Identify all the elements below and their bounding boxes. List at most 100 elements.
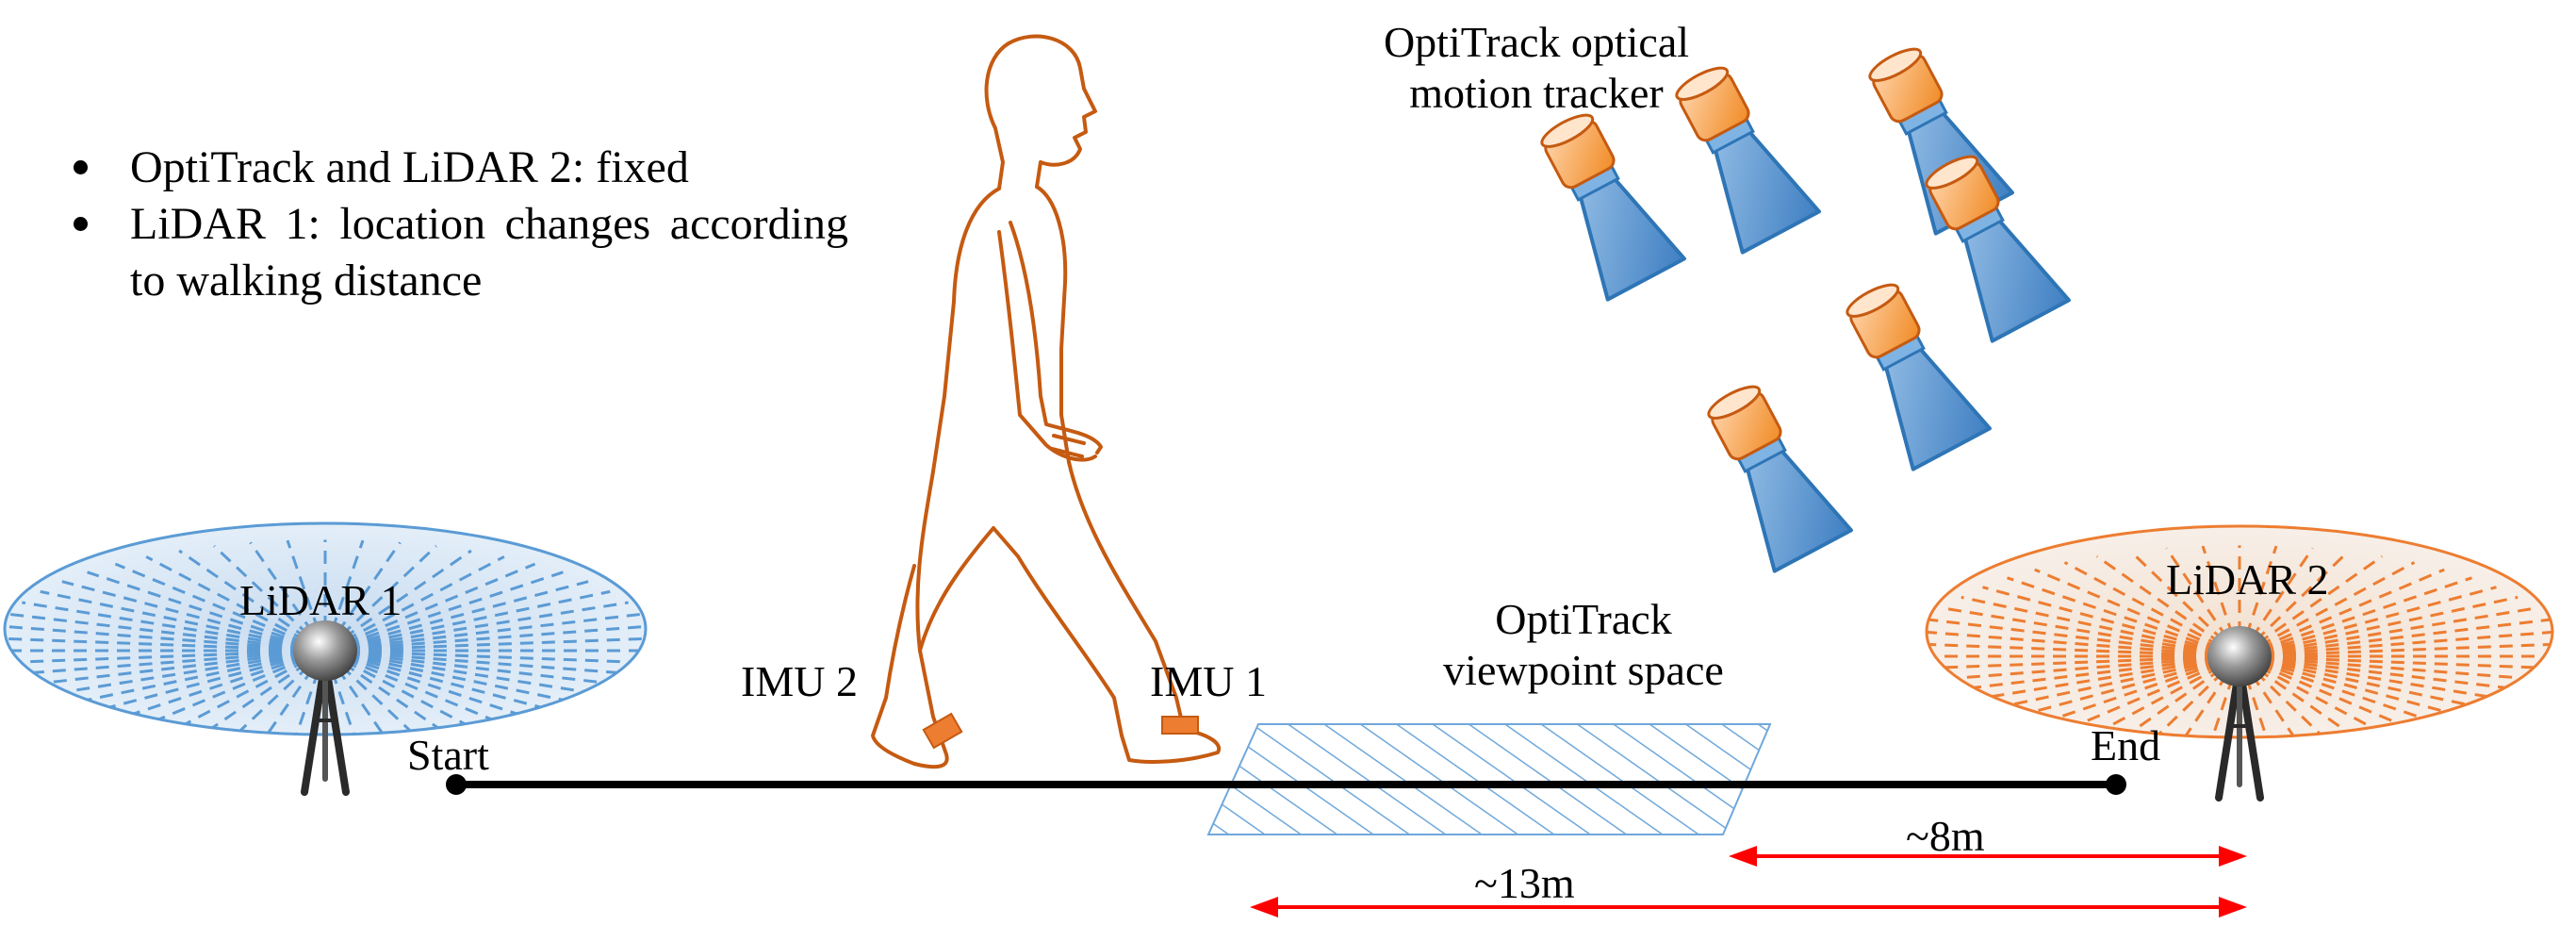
scan-ray [2239,654,2416,737]
scan-ray [1961,595,2240,658]
scan-ray [1927,654,2240,670]
scan-ray [1928,618,2240,658]
scan-ray [324,649,629,701]
optitrack-camera-icon [1524,102,1683,299]
optitrack-camera-icon [1691,373,1850,570]
scan-ray [324,649,611,712]
end-label: End [2091,721,2161,769]
scan-ray [1927,642,2240,658]
note-text: OptiTrack and LiDAR 2: fixed [130,142,689,192]
viewpoint-label: OptiTrack viewpoint space [1386,594,1781,696]
scan-ray [2239,606,2536,658]
scan-ray [5,649,326,665]
scan-ray [5,636,326,653]
scan-ray [145,555,326,653]
scan-ray [114,562,326,653]
scan-ray [22,601,326,653]
tracker-label-line1: OptiTrack optical [1383,18,1690,66]
scan-ray [145,649,326,735]
lidar-sensor-icon [293,620,357,792]
scan-ray [324,636,646,653]
distance-label-13m: ~13m [1474,859,1575,907]
scan-ray [2201,545,2241,657]
scan-ray [2239,654,2536,706]
distance-label-8m: ~8m [1906,812,1985,860]
scan-ray [1943,606,2240,658]
scan-ray [2239,630,2552,658]
scan-ray [324,649,646,677]
scan-ray [324,562,536,653]
bullet-icon [74,217,88,231]
scan-ray [2239,654,2552,670]
scan-ray [2239,654,2519,718]
start-point [446,774,467,795]
scan-ray [324,589,611,653]
scan-ray [324,649,505,735]
scan-ray [22,649,326,701]
scan-ray [2007,576,2240,658]
scan-ray [324,649,644,689]
scan-ray [2063,654,2240,737]
scan-ray [2239,654,2552,683]
scan-ray [2239,576,2472,658]
scan-ray [2239,618,2551,658]
scan-ray [2239,654,2551,695]
scan-ray [324,649,646,665]
scan-ray [1961,654,2240,718]
scan-ray [286,539,327,652]
lidar-sensor-icon [2207,626,2272,798]
tracker-label: OptiTrack optical motion tracker [1301,17,1772,119]
scan-ray [1927,654,2240,683]
scan-ray [324,555,505,653]
scan-ray [1928,654,2240,695]
scan-ray [2239,595,2519,658]
scan-ray [2239,642,2552,658]
note-item: LiDAR 1: location changes according to w… [66,196,848,309]
distance-arrow-13m [1250,897,2247,917]
end-point [2106,774,2126,795]
tracker-label-line2: motion tracker [1409,69,1664,117]
distance-arrow-8m [1729,846,2247,867]
scan-ray [323,539,365,652]
lidar2-label: LiDAR 2 [2166,555,2329,603]
scan-ray [5,649,326,677]
viewpoint-label-line2: viewpoint space [1443,646,1724,694]
scan-ray [2239,561,2416,658]
notes-list: OptiTrack and LiDAR 2: fixed LiDAR 1: lo… [66,140,848,309]
scan-ray [2239,568,2445,658]
imu1-label: IMU 1 [1150,657,1267,705]
scan-ray [324,580,589,653]
optitrack-camera-icon [1829,272,1989,469]
scan-ray [2063,561,2240,658]
imu1-sensor [1161,716,1199,735]
scan-ray [5,624,326,653]
scan-ray [40,649,326,712]
scan-ray [324,649,536,735]
lidar1-label: LiDAR 1 [239,576,402,624]
walking-person-icon [871,34,1222,769]
scan-ray [61,580,326,653]
note-text: LiDAR 1: location changes according to w… [130,199,848,306]
scan-ray [324,601,629,653]
imu2-sensor [922,712,963,750]
bullet-icon [74,160,88,174]
scan-ray [324,612,644,653]
viewpoint-space-area [1206,723,1772,835]
viewpoint-label-line1: OptiTrack [1495,595,1672,643]
scan-ray [7,649,326,689]
scan-ray [7,612,326,653]
scan-ray [40,589,326,653]
scan-ray [2238,545,2278,657]
scan-ray [2239,586,2497,658]
scan-ray [1927,630,2240,658]
scan-ray [324,624,646,653]
scan-ray [2034,568,2240,658]
note-item: OptiTrack and LiDAR 2: fixed [66,140,848,196]
scan-ray [114,649,326,735]
imu2-label: IMU 2 [741,657,858,705]
start-label: Start [407,731,489,779]
scan-ray [1943,654,2240,706]
scan-ray [1982,586,2240,658]
